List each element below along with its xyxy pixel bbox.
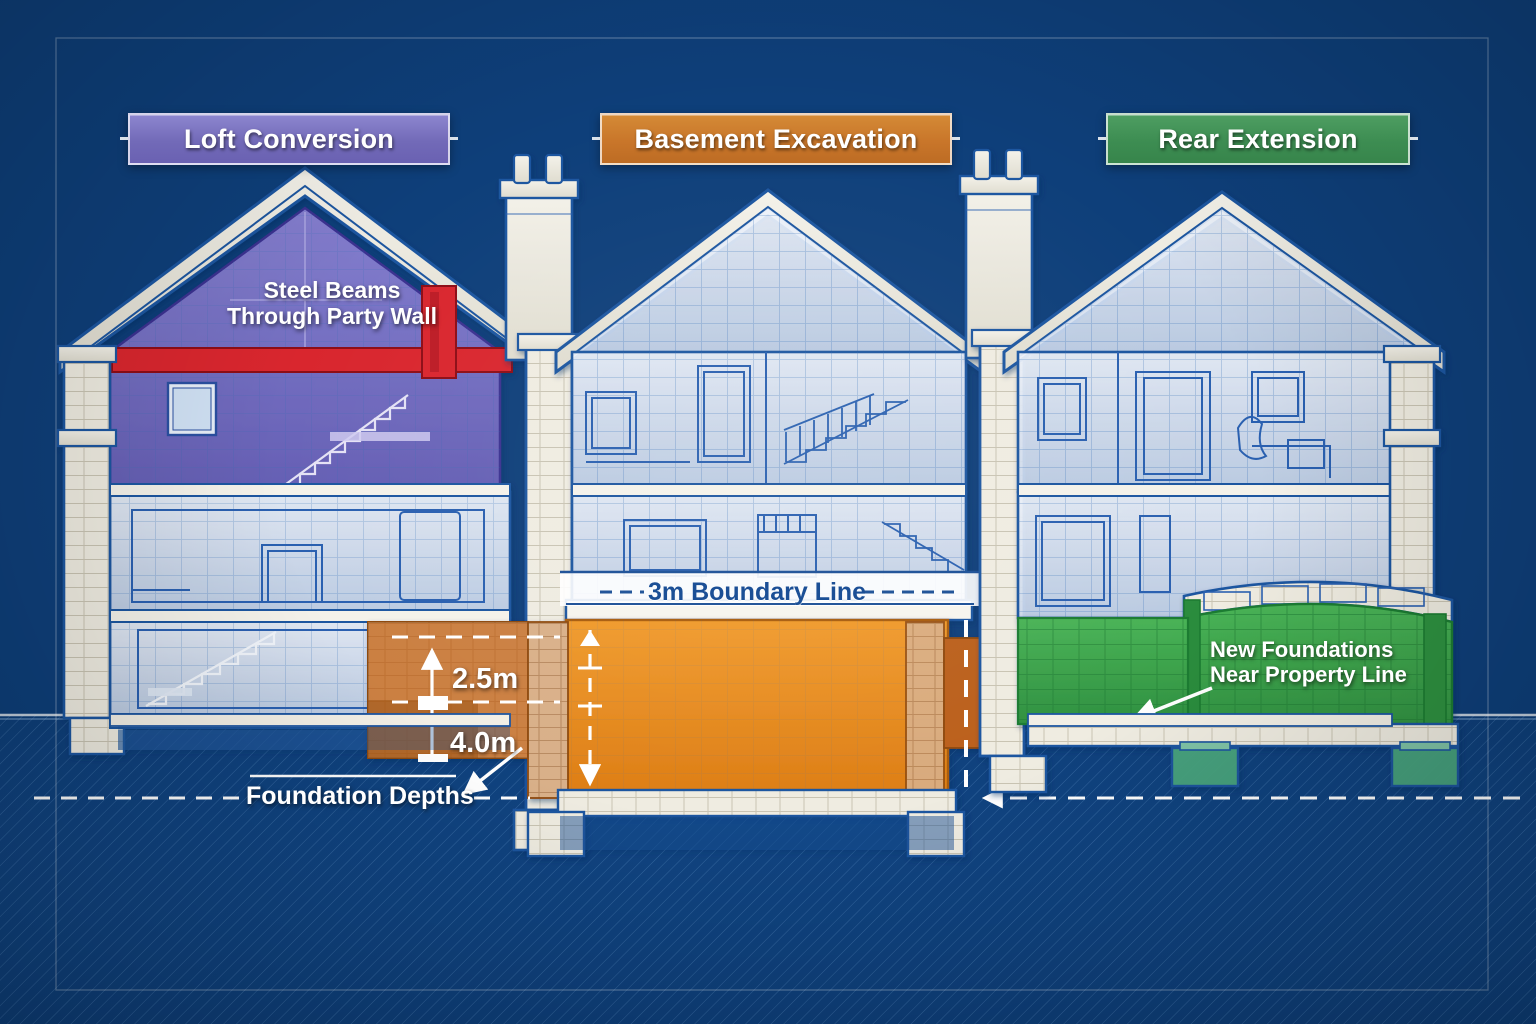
chimney-left [498, 153, 580, 362]
boundary-line-marker [560, 570, 980, 606]
chimney-right [958, 148, 1040, 360]
banner-tick-right [450, 137, 458, 140]
banner-tick-left [1098, 137, 1106, 140]
left-footing [109, 713, 511, 750]
house-middle-basement-excavation [554, 188, 984, 622]
banner-tick-right [1410, 137, 1418, 140]
dimension-annotations [34, 620, 1520, 809]
banner-extension-label: Rear Extension [1158, 123, 1358, 154]
banner-loft-label: Loft Conversion [184, 123, 394, 154]
party-wall-right [970, 328, 1048, 794]
basement-excavation [367, 618, 991, 858]
banner-tick-left [592, 137, 600, 140]
banner-basement-label: Basement Excavation [634, 123, 918, 154]
banner-loft-conversion[interactable]: Loft Conversion [120, 113, 458, 165]
banner-tick-left [120, 137, 128, 140]
banner-rear-extension[interactable]: Rear Extension [1098, 113, 1418, 165]
banner-tick-right [952, 137, 960, 140]
rear-extension-block [1016, 580, 1460, 788]
new-foundation-pads [1170, 741, 1460, 788]
house-left-loft-conversion [56, 166, 550, 756]
banner-basement-excavation[interactable]: Basement Excavation [592, 113, 960, 165]
